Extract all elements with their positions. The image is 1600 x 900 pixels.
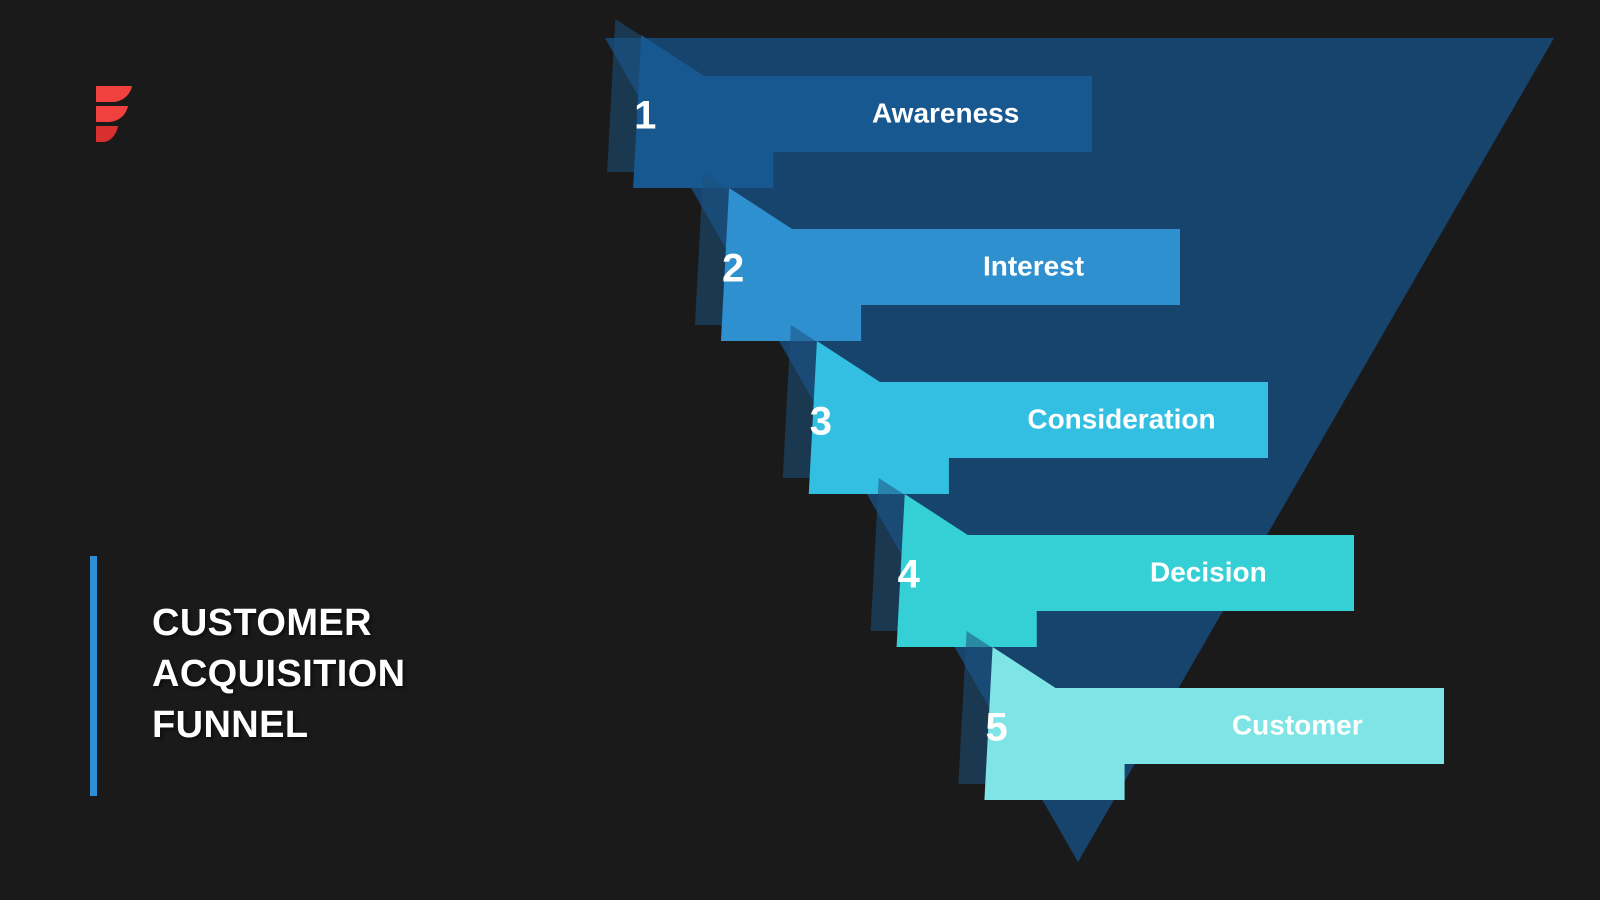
title-block: CUSTOMER ACQUISITION FUNNEL	[90, 556, 406, 796]
page-title: CUSTOMER ACQUISITION FUNNEL	[152, 602, 406, 746]
stage-band-shape[interactable]	[808, 341, 1268, 494]
stage-band-shape[interactable]	[984, 647, 1444, 800]
funnel-stage-3[interactable]: 3 Consideration	[808, 341, 1268, 494]
stage-band-shape[interactable]	[896, 494, 1354, 647]
funnel-stage-4[interactable]: 4 Decision	[896, 494, 1354, 647]
funnel-stage-5[interactable]: 5 Customer	[984, 647, 1444, 800]
stage-band-shape[interactable]	[720, 188, 1180, 341]
stage-number: 2	[722, 247, 744, 291]
stage-label: Interest	[983, 250, 1084, 281]
stage-label: Consideration	[1027, 403, 1215, 434]
stage-label: Awareness	[872, 97, 1019, 128]
stage-number: 5	[985, 706, 1007, 750]
stage-band-shape[interactable]	[633, 35, 1092, 188]
stage-number: 4	[898, 553, 921, 597]
brand-logo-f-icon	[96, 86, 132, 142]
stage-label: Decision	[1150, 556, 1267, 587]
stage-number: 3	[810, 400, 832, 444]
stage-label: Customer	[1232, 709, 1363, 740]
funnel-stage-2[interactable]: 2 Interest	[720, 188, 1180, 341]
funnel-stage-bands: 1 Awareness 2 Interest 3 Consideration 4 Decisi…	[607, 19, 1444, 800]
funnel-stage-1[interactable]: 1 Awareness	[633, 35, 1092, 188]
stage-number: 1	[634, 94, 656, 138]
title-accent-bar	[90, 556, 97, 796]
